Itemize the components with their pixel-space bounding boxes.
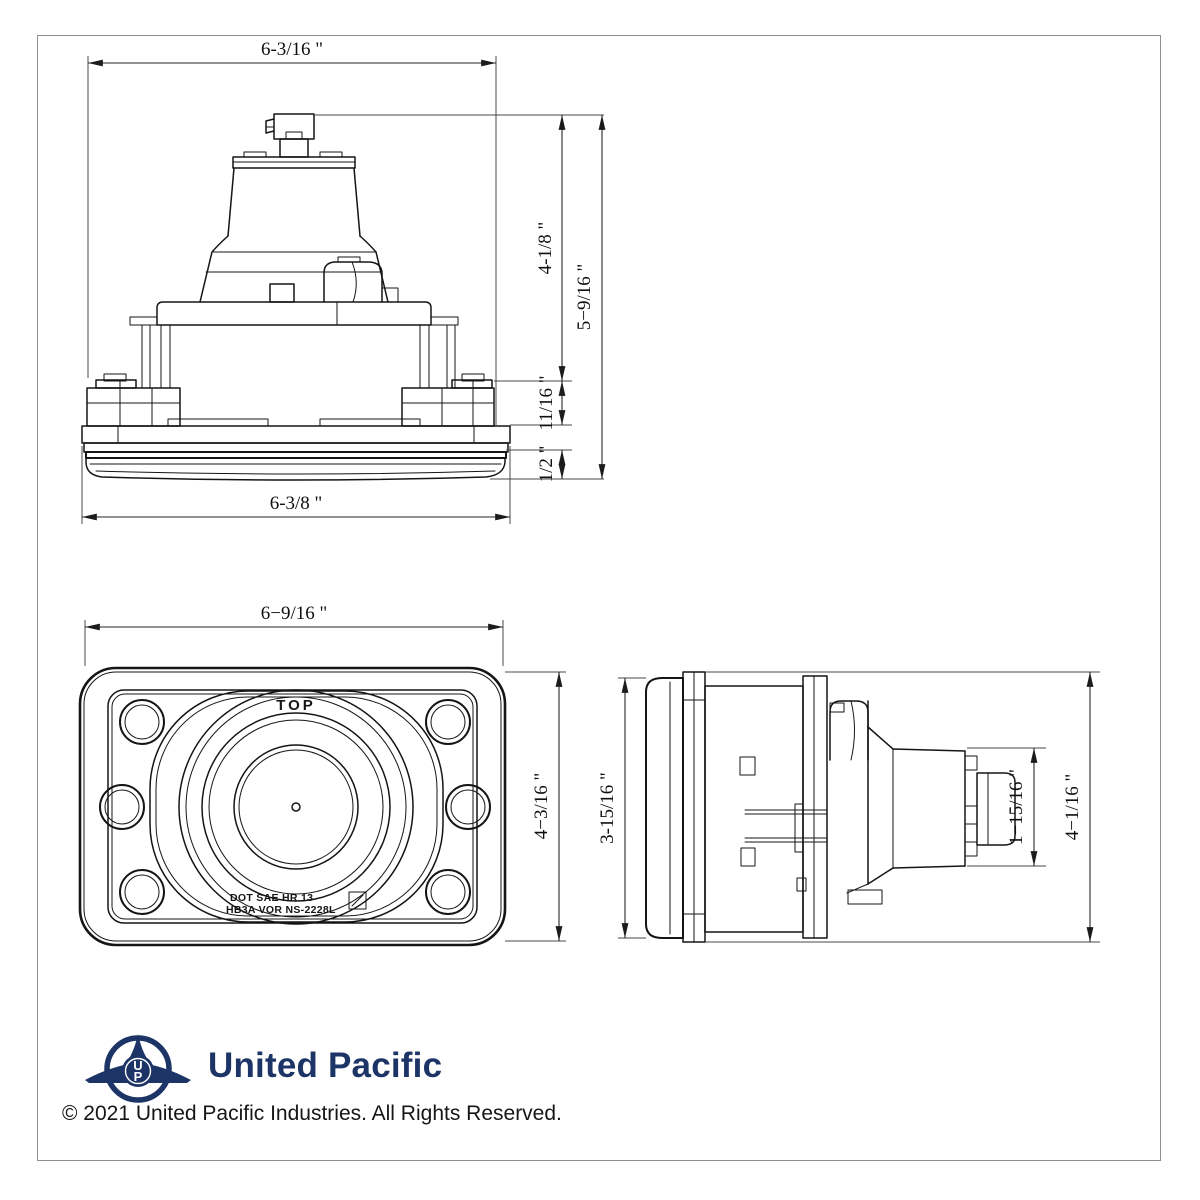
copyright-text: © 2021 United Pacific Industries. All Ri… — [62, 1102, 562, 1125]
dim-side-body-height: 3-15/16 " — [597, 772, 618, 844]
dim-front-width: 6−9/16 " — [261, 603, 328, 624]
side-view-dimensions: 3-15/16 " 4−1/16 " 1−15/16 " — [597, 671, 1100, 943]
rear-elevation-view: 6-3/16 " 4-1/8 " 11/16 " 1/2 " 5−9/16 " — [81, 39, 606, 524]
logo-roundel-ring — [124, 1057, 152, 1085]
dim-rear-bracket-height: 11/16 " — [536, 375, 557, 430]
brand-wordmark: United Pacific — [208, 1046, 443, 1085]
cert-logo-box — [348, 891, 367, 910]
mounting-holes — [99, 699, 491, 915]
rear-elevation-dimensions: 6-3/16 " 4-1/8 " 11/16 " 1/2 " 5−9/16 " — [81, 39, 606, 524]
rear-elevation-drawing — [81, 113, 511, 481]
front-view-drawing: TOP DOT SAE HR 13 HB3A VOR NS-2228L — [78, 666, 507, 947]
side-view: 3-15/16 " 4−1/16 " 1−15/16 " — [597, 671, 1100, 943]
logo-roundel — [122, 1055, 154, 1087]
lens-cert-marking-line1: DOT SAE HR 13 — [230, 892, 313, 904]
united-pacific-logo: U P — [85, 1034, 191, 1103]
logo-monogram-u: U — [133, 1058, 142, 1073]
dim-front-height: 4−3/16 " — [531, 773, 552, 840]
sheet-border — [37, 35, 1161, 1161]
dim-rear-bottom-width: 6-3/8 " — [270, 493, 323, 514]
dim-side-overall-height: 4−1/16 " — [1062, 774, 1083, 841]
dim-rear-lens-depth: 1/2 " — [536, 446, 557, 483]
front-view: TOP DOT SAE HR 13 HB3A VOR NS-2228L 6−9/… — [78, 603, 566, 947]
dim-rear-overall-height: 5−9/16 " — [574, 264, 595, 331]
side-view-drawing — [645, 671, 1016, 943]
front-view-dimensions: 6−9/16 " 4−3/16 " — [84, 603, 566, 942]
dim-rear-upper-height: 4-1/8 " — [535, 222, 556, 275]
dim-rear-top-width: 6-3/16 " — [261, 39, 323, 60]
dim-side-connector-height: 1−15/16 " — [1006, 769, 1027, 845]
lens-top-marking: TOP — [276, 697, 316, 714]
lens-cert-marking-line2: HB3A VOR NS-2228L — [226, 904, 336, 916]
logo-monogram-p: P — [134, 1069, 143, 1084]
